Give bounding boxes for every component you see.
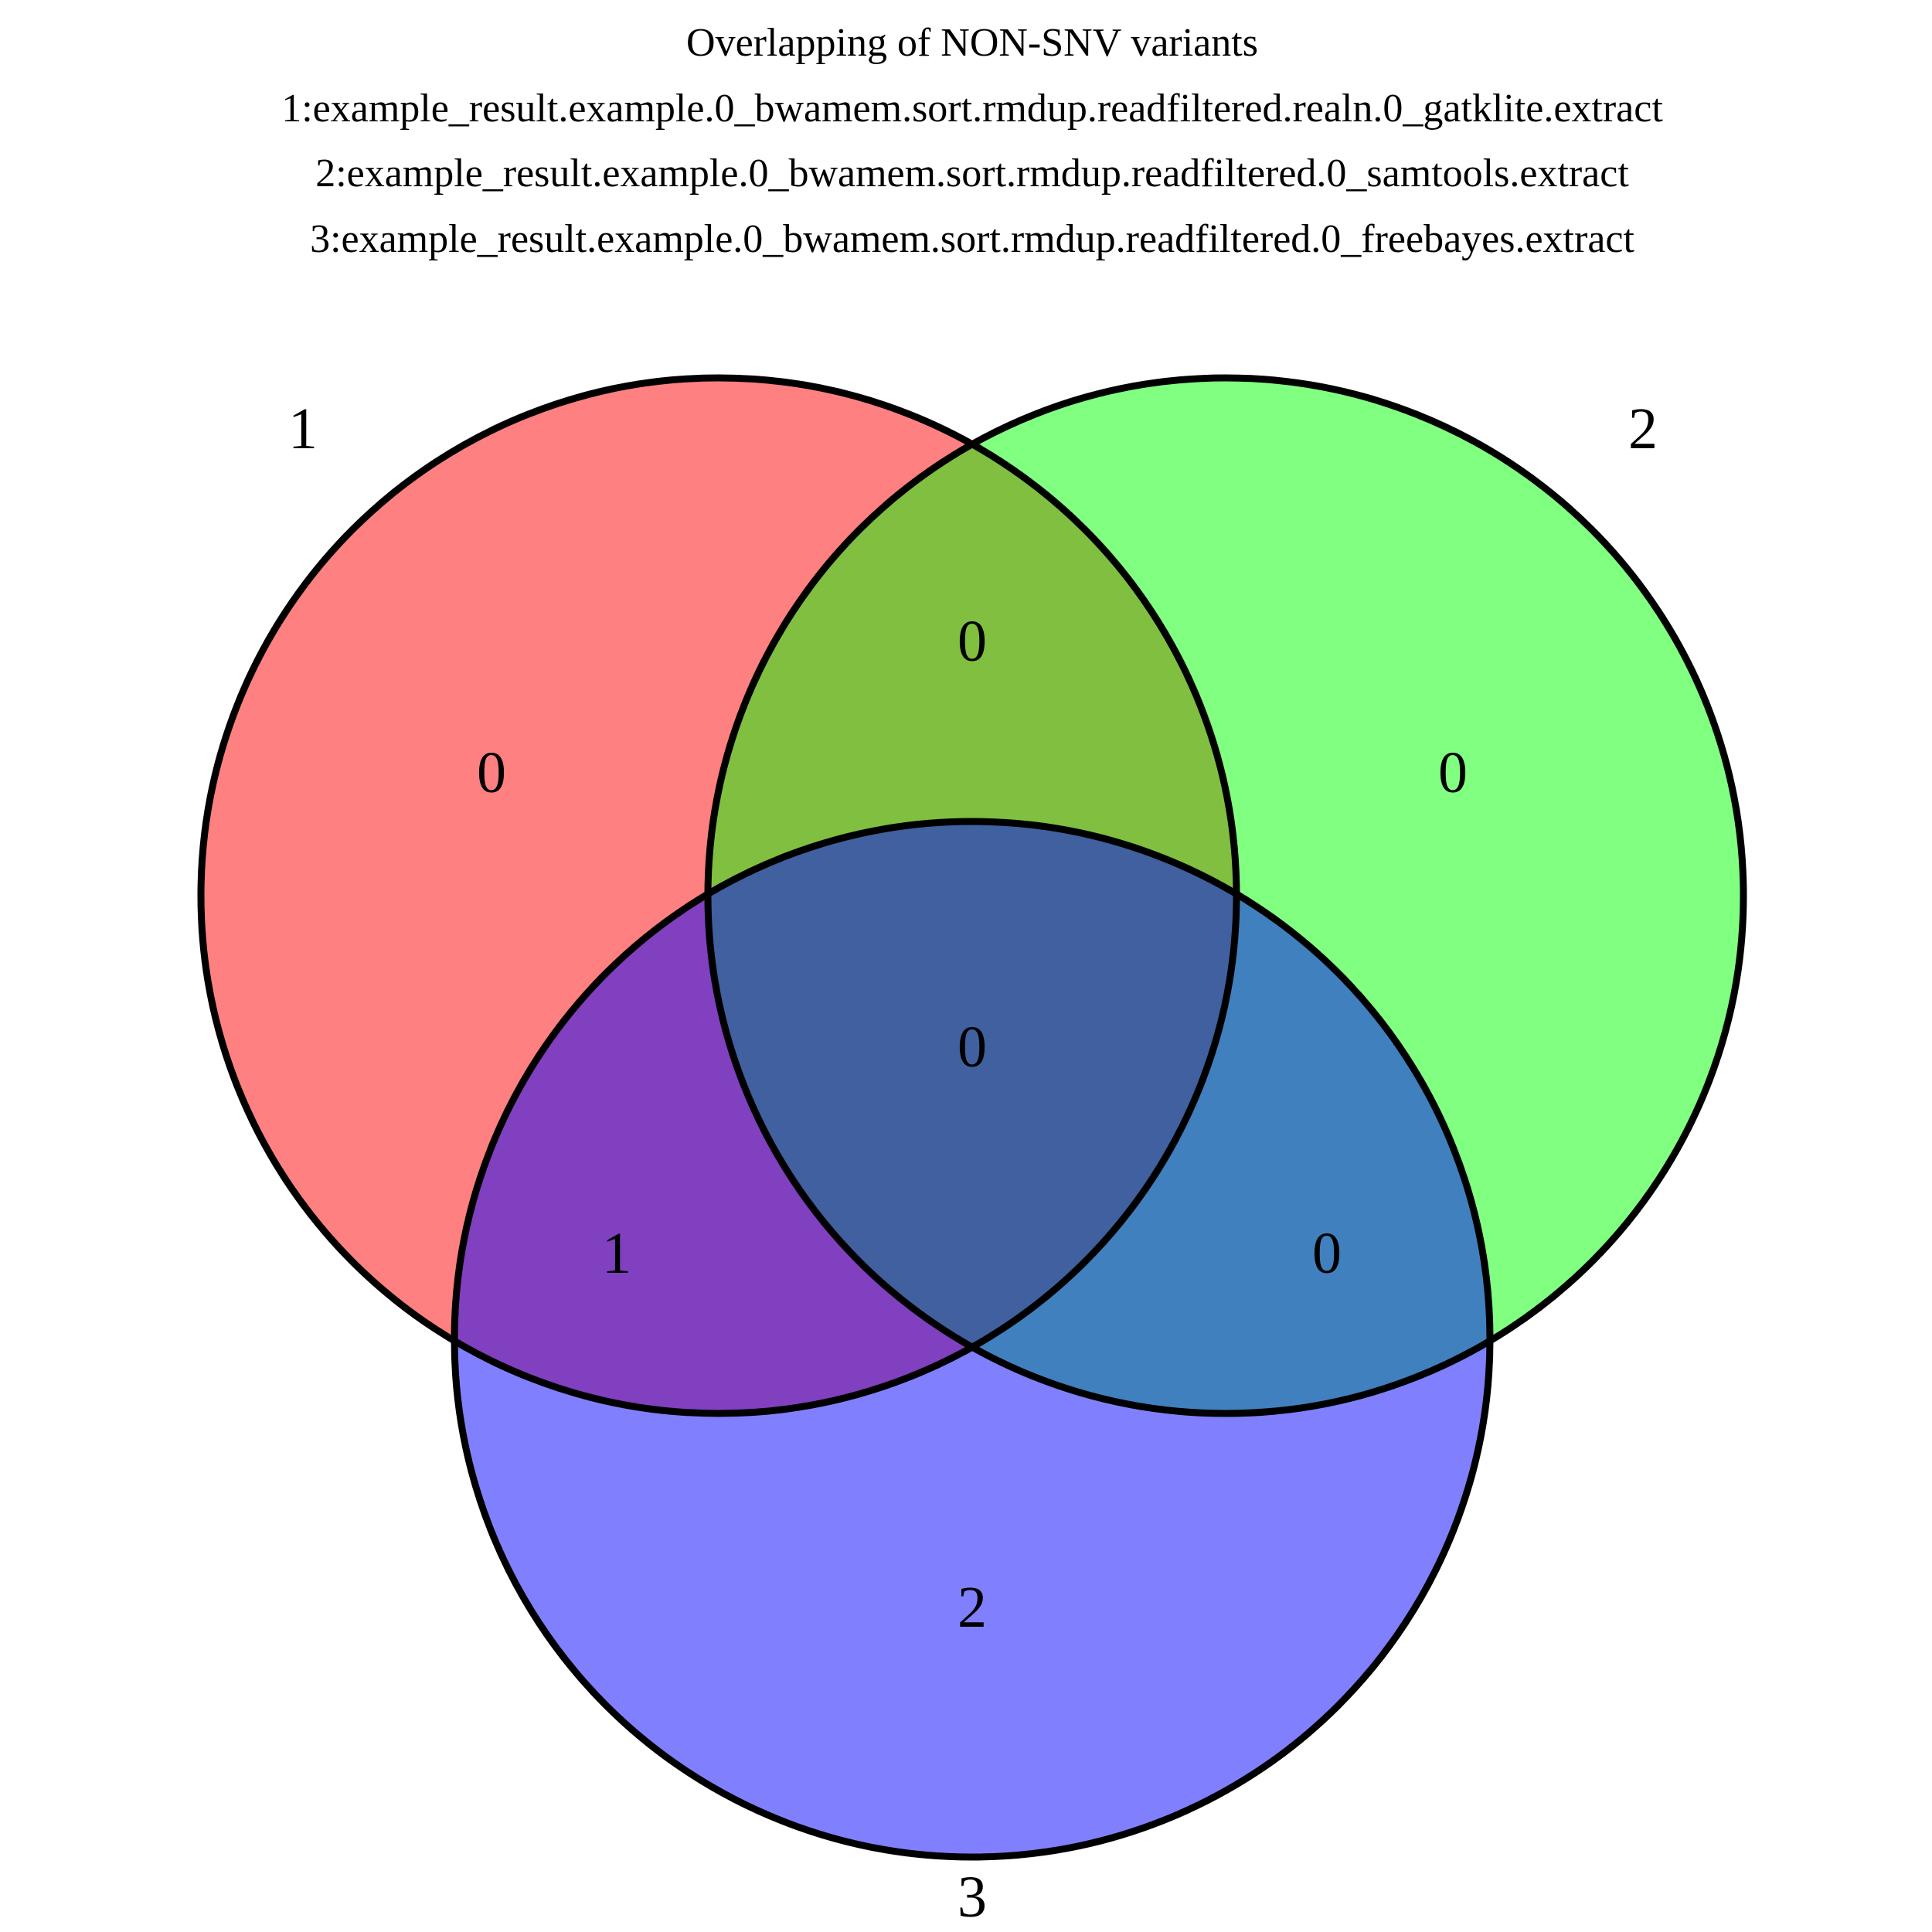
set-3-description: 3:example_result.example.0_bwamem.sort.r… [310, 217, 1634, 261]
count-only-2: 0 [1438, 740, 1468, 805]
count-only-3: 2 [957, 1575, 987, 1640]
set-3-outline [451, 818, 1494, 1861]
count-2-and-3: 0 [1312, 1221, 1342, 1286]
count-only-1: 0 [477, 740, 506, 805]
set-1-label: 1 [288, 396, 318, 461]
count-1-and-2: 0 [957, 609, 987, 674]
set-2-label: 2 [1628, 396, 1658, 461]
set-1-description: 1:example_result.example.0_bwamem.sort.r… [281, 87, 1663, 131]
count-1-and-2-and-3: 0 [957, 1015, 987, 1080]
count-1-and-3: 1 [602, 1221, 631, 1286]
set-3-label: 3 [957, 1865, 987, 1930]
diagram-title: Overlapping of NON-SNV variants [686, 21, 1258, 65]
set-2-description: 2:example_result.example.0_bwamem.sort.r… [315, 151, 1629, 196]
